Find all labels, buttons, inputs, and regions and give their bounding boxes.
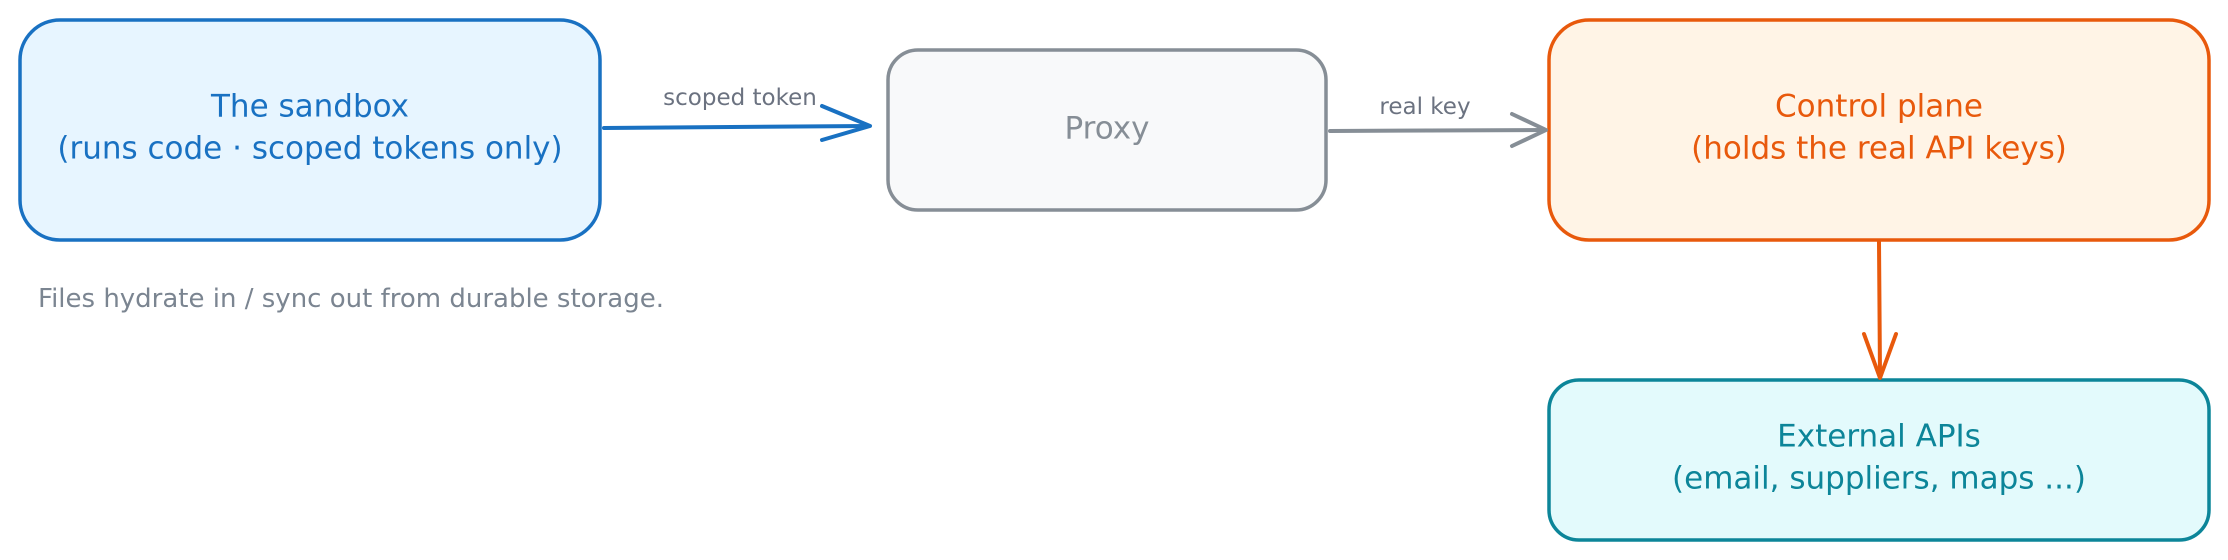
proxy-box (886, 48, 1328, 212)
edge-proxy-to-control-plane: real key (1328, 94, 1548, 148)
storage-note: Files hydrate in / sync out from durable… (38, 284, 664, 314)
control-plane-title: Control plane (1775, 89, 1983, 125)
edge-control-plane-to-external-apis-line (1877, 240, 1882, 378)
sandbox-subtitle: (runs code · scoped tokens only) (57, 131, 562, 167)
proxy-node[interactable]: Proxy (886, 48, 1328, 212)
sandbox-title: The sandbox (210, 89, 409, 125)
sandbox-box (18, 18, 602, 242)
edge-proxy-to-control-plane-line (1328, 128, 1546, 133)
edge-control-plane-to-external-apis-arrowhead (1862, 332, 1898, 380)
control-plane-node[interactable]: Control plane (holds the real API keys) (1547, 18, 2211, 242)
external-apis-box (1547, 378, 2211, 542)
proxy-label: Proxy (1065, 111, 1150, 147)
edge-proxy-to-control-plane-label: real key (1379, 94, 1470, 120)
edge-sandbox-to-proxy-line (602, 124, 870, 130)
edge-sandbox-to-proxy: scoped token (602, 85, 872, 142)
sandbox-node[interactable]: The sandbox (runs code · scoped tokens o… (18, 18, 602, 242)
edge-sandbox-to-proxy-label: scoped token (663, 85, 817, 111)
edge-control-plane-to-external-apis (1862, 240, 1898, 380)
control-plane-subtitle: (holds the real API keys) (1691, 131, 2067, 167)
external-apis-node[interactable]: External APIs (email, suppliers, maps ..… (1547, 378, 2211, 542)
edge-sandbox-to-proxy-arrowhead (820, 104, 872, 142)
external-apis-subtitle: (email, suppliers, maps ...) (1672, 461, 2086, 497)
external-apis-title: External APIs (1777, 419, 1981, 455)
control-plane-box (1547, 18, 2211, 242)
edge-proxy-to-control-plane-arrowhead (1510, 112, 1548, 148)
